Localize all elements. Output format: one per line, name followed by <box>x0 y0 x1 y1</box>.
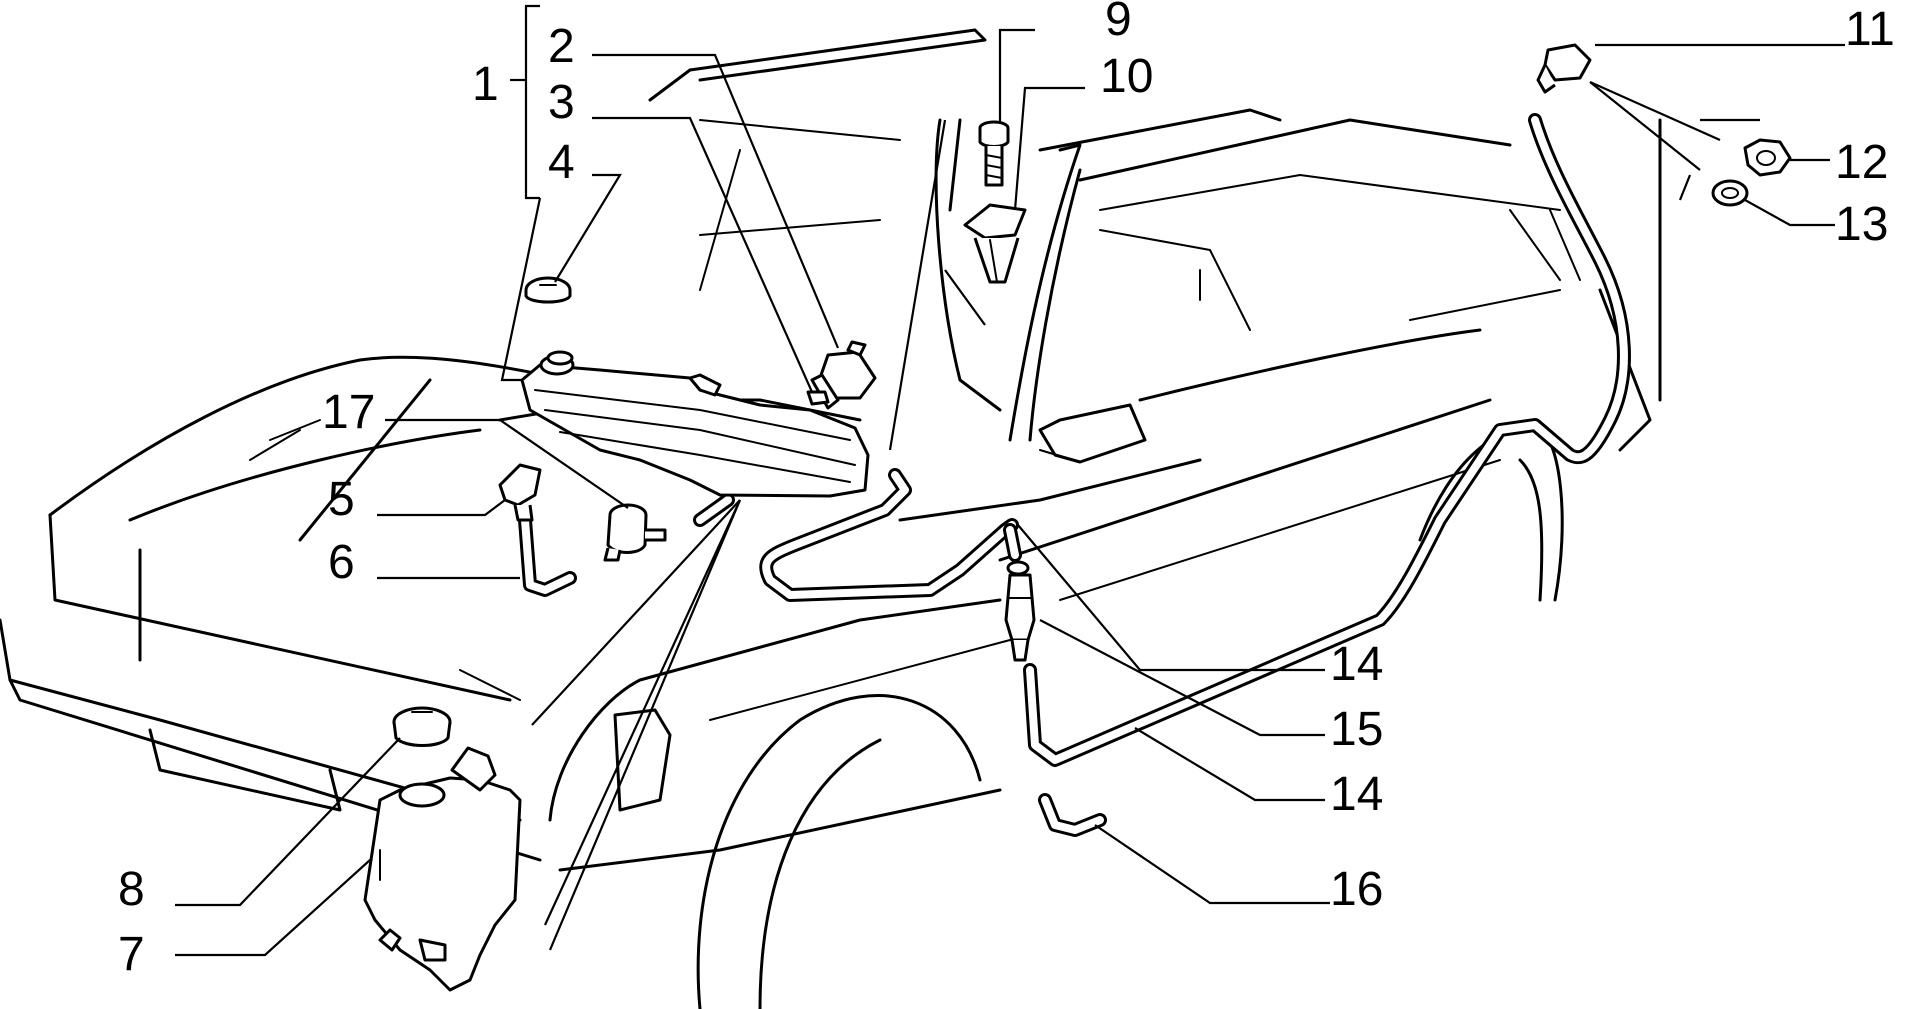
washer-13 <box>1711 179 1749 207</box>
label-17: 17 <box>322 386 375 439</box>
cap-5 <box>498 463 542 522</box>
washer-pump-2 <box>810 340 877 410</box>
label-3: 3 <box>548 76 575 129</box>
pump-17 <box>603 503 667 562</box>
label-15: 15 <box>1330 703 1383 756</box>
label-12: 12 <box>1835 136 1888 189</box>
label-14-lower: 14 <box>1330 768 1383 821</box>
label-16: 16 <box>1330 863 1383 916</box>
leader-lines <box>175 4 1845 957</box>
nut-12 <box>1743 138 1792 177</box>
clip-nut-10 <box>963 203 1027 284</box>
grommet-3 <box>806 390 830 406</box>
washer-hose-run <box>518 113 1631 837</box>
connector-15 <box>1004 560 1036 662</box>
label-2: 2 <box>548 20 575 73</box>
label-5: 5 <box>328 473 355 526</box>
label-10: 10 <box>1100 50 1153 103</box>
label-13: 13 <box>1835 198 1888 251</box>
label-8: 8 <box>118 863 145 916</box>
front-reservoir-tank <box>520 350 870 498</box>
bolt-9 <box>978 120 1010 187</box>
label-9: 9 <box>1105 0 1132 46</box>
label-1: 1 <box>472 58 499 111</box>
reservoir-cap-4 <box>524 276 572 304</box>
label-6: 6 <box>328 536 355 589</box>
car-body-outline <box>0 28 1662 1009</box>
label-14-upper: 14 <box>1330 638 1383 691</box>
label-4: 4 <box>548 136 575 189</box>
rear-reservoir-7 <box>363 746 522 992</box>
reservoir-cap-8 <box>392 706 452 747</box>
label-7: 7 <box>118 928 145 981</box>
label-11: 11 <box>1845 3 1895 56</box>
rear-nozzle-11 <box>1536 43 1592 94</box>
part-number-labels: 1 2 3 4 5 6 7 8 9 10 11 12 13 14 15 14 1… <box>118 0 1895 981</box>
